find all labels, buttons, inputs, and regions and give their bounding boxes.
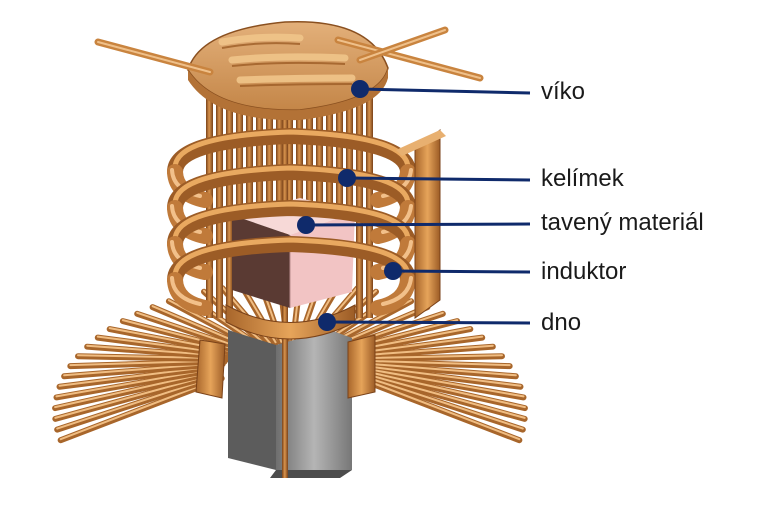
leader-dot-melt xyxy=(297,216,315,234)
label-crucible: kelímek xyxy=(541,165,624,192)
cooling-tube-highlight xyxy=(352,354,503,360)
label-bottom: dno xyxy=(541,309,582,336)
leader-dot-bottom xyxy=(318,313,336,331)
label-lid: víko xyxy=(541,78,586,105)
cooling-tube-highlight xyxy=(356,361,517,377)
steel-base xyxy=(228,330,352,478)
coil-turn-highlight xyxy=(170,276,202,306)
crucible-bar xyxy=(296,78,303,218)
coil-turn-highlight xyxy=(381,276,413,306)
cooling-tube-highlight xyxy=(357,376,521,441)
coil-turn-highlight xyxy=(172,129,411,171)
label-melt: tavený materiál xyxy=(541,209,704,236)
crucible-bar xyxy=(336,78,343,218)
leader-dot-crucible xyxy=(338,169,356,187)
cooling-tube-highlight xyxy=(358,371,526,419)
coil-turn-highlight xyxy=(172,237,411,279)
cooling-tube-highlight xyxy=(357,364,522,387)
cooling-tube-highlight xyxy=(59,376,223,441)
crucible-bar xyxy=(356,80,363,318)
crucible-bar xyxy=(226,80,233,318)
cooling-tube-highlight xyxy=(358,374,524,430)
crucible-bar xyxy=(236,78,243,218)
label-inductor: induktor xyxy=(541,258,627,285)
leader-dot-inductor xyxy=(384,262,402,280)
crucible-bar xyxy=(326,78,333,218)
crucible-bar xyxy=(266,78,273,218)
crucible-bar xyxy=(246,78,253,218)
leader-line-inductor xyxy=(392,269,531,274)
crucible-bar xyxy=(366,80,373,318)
coil-turn-back xyxy=(167,199,416,252)
crucible-bar xyxy=(216,80,223,318)
crucible-bar xyxy=(316,78,323,218)
lid xyxy=(94,20,484,121)
leader-line-crucible xyxy=(346,176,531,182)
leader-lines xyxy=(297,80,531,331)
leader-line-lid xyxy=(359,87,531,95)
crucible-bar xyxy=(306,78,313,218)
cooling-tube-highlight xyxy=(136,311,246,350)
crucible-bar xyxy=(256,78,263,218)
crucible-bar xyxy=(286,78,293,218)
coil-turn-highlight xyxy=(172,165,411,207)
cooling-tube-highlight xyxy=(358,369,526,409)
leader-line-bottom xyxy=(326,320,531,325)
cooling-tube-highlight xyxy=(354,359,511,367)
leader-dot-lid xyxy=(351,80,369,98)
coil-turn-back xyxy=(167,163,416,216)
leader-line-melt xyxy=(305,222,531,227)
coil-turn-back xyxy=(167,127,416,180)
cooling-tube-highlight xyxy=(358,366,525,398)
crucible-bar xyxy=(276,78,283,218)
